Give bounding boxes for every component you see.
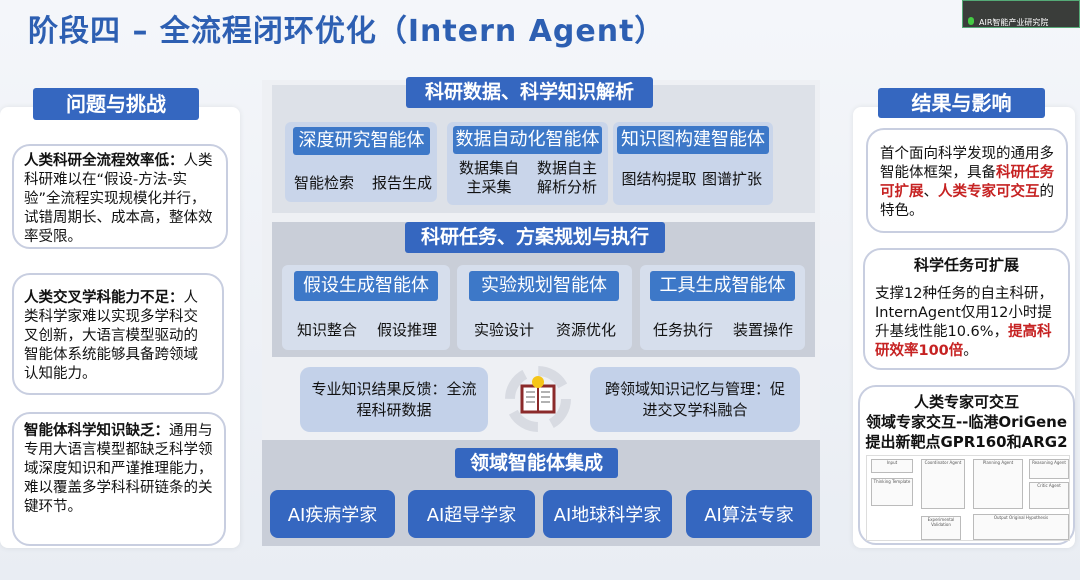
result-card-2: 科学任务可扩展支撑12种任务的自主科研，InternAgent仅用12小时提升基…	[863, 248, 1070, 370]
card-body: 人类科研难以在“假设-方法-实验”全流程实现规模化并行，试错周期长、成本高，整体…	[24, 153, 213, 245]
agent-name: 假设生成智能体	[294, 271, 438, 301]
problem-card-2: 人类交叉学科能力不足：人类科学家难以实现多学科交叉创新，大语言模型驱动的智能体系…	[12, 273, 224, 395]
agent-name: 工具生成智能体	[650, 271, 795, 301]
figure-label: Experimental Validation	[921, 516, 961, 540]
section-header: 领域智能体集成	[455, 448, 618, 478]
figure-label: Output Original Hypothesis	[973, 514, 1069, 540]
agent-capability: 知识整合	[296, 321, 357, 339]
card-subtitle: 提出新靶点GPR160和ARG2	[865, 433, 1068, 451]
feedback-box-right: 跨领域知识记忆与管理：促进交叉学科融合	[590, 367, 800, 432]
card-title: 智能体科学知识缺乏：	[24, 423, 169, 439]
agent-capability: 智能检索	[293, 174, 354, 192]
section-header: 科研数据、科学知识解析	[406, 77, 653, 108]
agent-capability: 实验设计	[473, 321, 534, 339]
agent-knowledge-graph: 知识图构建智能体 图结构提取 图谱扩张	[613, 122, 773, 205]
card-text: 、	[923, 184, 939, 200]
agent-experiment-planning: 实验规划智能体 实验设计 资源优化	[457, 265, 632, 350]
card-text: 支撑12种任务的自主科研，InternAgent仅用12小时提升基线性能10.6…	[875, 286, 1053, 340]
card-body: 人类科学家难以实现多学科交叉创新，大语言模型驱动的智能体系统能够具备跨领域认知能…	[24, 290, 198, 382]
figure-label: Input	[871, 459, 913, 473]
agent-capability: 报告生成	[371, 174, 432, 192]
video-label: AIR智能产业研究院	[979, 18, 1049, 27]
agent-hypothesis: 假设生成智能体 知识整合 假设推理	[282, 265, 450, 350]
agent-capability: 假设推理	[376, 321, 437, 339]
figure-label: Reasoning Agent	[1029, 459, 1069, 479]
card-title: 人类交叉学科能力不足：	[24, 290, 184, 306]
feedback-box-left: 专业知识结果反馈：全流程科研数据	[300, 367, 488, 432]
results-header: 结果与影响	[878, 88, 1045, 118]
expert-algorithm: AI算法专家	[686, 490, 812, 538]
agent-data-automation: 数据自动化智能体 数据集自主采集 数据自主解析分析	[447, 122, 608, 205]
problem-card-3: 智能体科学知识缺乏：通用与专用大语言模型都缺乏科学领域深度知识和严谨推理能力，难…	[12, 412, 226, 546]
highlight-text: 科研任务可扩展	[880, 165, 1054, 200]
card-title: 人类科研全流程效率低：	[24, 153, 184, 169]
card-subtitle: 领域专家交互--临港OriGene	[865, 413, 1068, 431]
agent-capability: 资源优化	[555, 321, 616, 339]
section-header: 科研任务、方案规划与执行	[405, 222, 665, 253]
agent-name: 深度研究智能体	[293, 127, 430, 155]
agent-capability: 图结构提取	[621, 170, 697, 188]
highlight-text: 提高科研效率100倍	[875, 324, 1052, 359]
problems-header: 问题与挑战	[33, 88, 199, 120]
expert-geoscience: AI地球科学家	[543, 490, 672, 538]
cycle-book-icon	[500, 360, 576, 438]
agent-capability: 数据集自主采集	[458, 159, 519, 196]
card-title: 科学任务可扩展	[913, 256, 1019, 274]
agent-deep-research: 深度研究智能体 智能检索 报告生成	[285, 122, 437, 202]
microphone-icon	[968, 17, 974, 25]
agent-name: 实验规划智能体	[469, 271, 619, 301]
agent-capability: 数据自主解析分析	[536, 159, 597, 196]
agent-capability: 图谱扩张	[701, 170, 762, 188]
card-title: 人类专家可交互	[913, 393, 1019, 411]
video-thumbnail: AIR智能产业研究院	[962, 0, 1080, 28]
card-text: 首个面向科学发现的通用多智能体框架，具备	[880, 146, 1054, 181]
agent-capability: 装置操作	[732, 321, 793, 339]
card-body: 通用与专用大语言模型都缺乏科学领域深度知识和严谨推理能力，难以覆盖多学科科研链条…	[24, 423, 213, 515]
figure-label: Thinking Template	[871, 478, 913, 506]
origene-figure: Input Thinking Template Coordinator Agen…	[866, 455, 1070, 541]
page-title: 阶段四 – 全流程闭环优化（Intern Agent）	[28, 14, 666, 49]
figure-label: Critic Agent	[1029, 482, 1069, 509]
result-card-1: 首个面向科学发现的通用多智能体框架，具备科研任务可扩展、人类专家可交互的特色。	[866, 128, 1068, 233]
agent-name: 数据自动化智能体	[453, 126, 602, 154]
card-text: 的特色。	[880, 184, 1054, 219]
agent-capability: 任务执行	[652, 321, 713, 339]
figure-label: Planning Agent	[973, 459, 1023, 509]
card-text: 。	[963, 343, 978, 359]
agent-tool-generation: 工具生成智能体 任务执行 装置操作	[640, 265, 805, 350]
highlight-text: 人类专家可交互	[938, 184, 1040, 200]
expert-disease: AI疾病学家	[270, 490, 395, 538]
agent-name: 知识图构建智能体	[617, 126, 769, 154]
expert-superconductivity: AI超导学家	[408, 490, 535, 538]
figure-label: Coordinator Agent	[921, 459, 965, 509]
problem-card-1: 人类科研全流程效率低：人类科研难以在“假设-方法-实验”全流程实现规模化并行，试…	[12, 144, 228, 249]
